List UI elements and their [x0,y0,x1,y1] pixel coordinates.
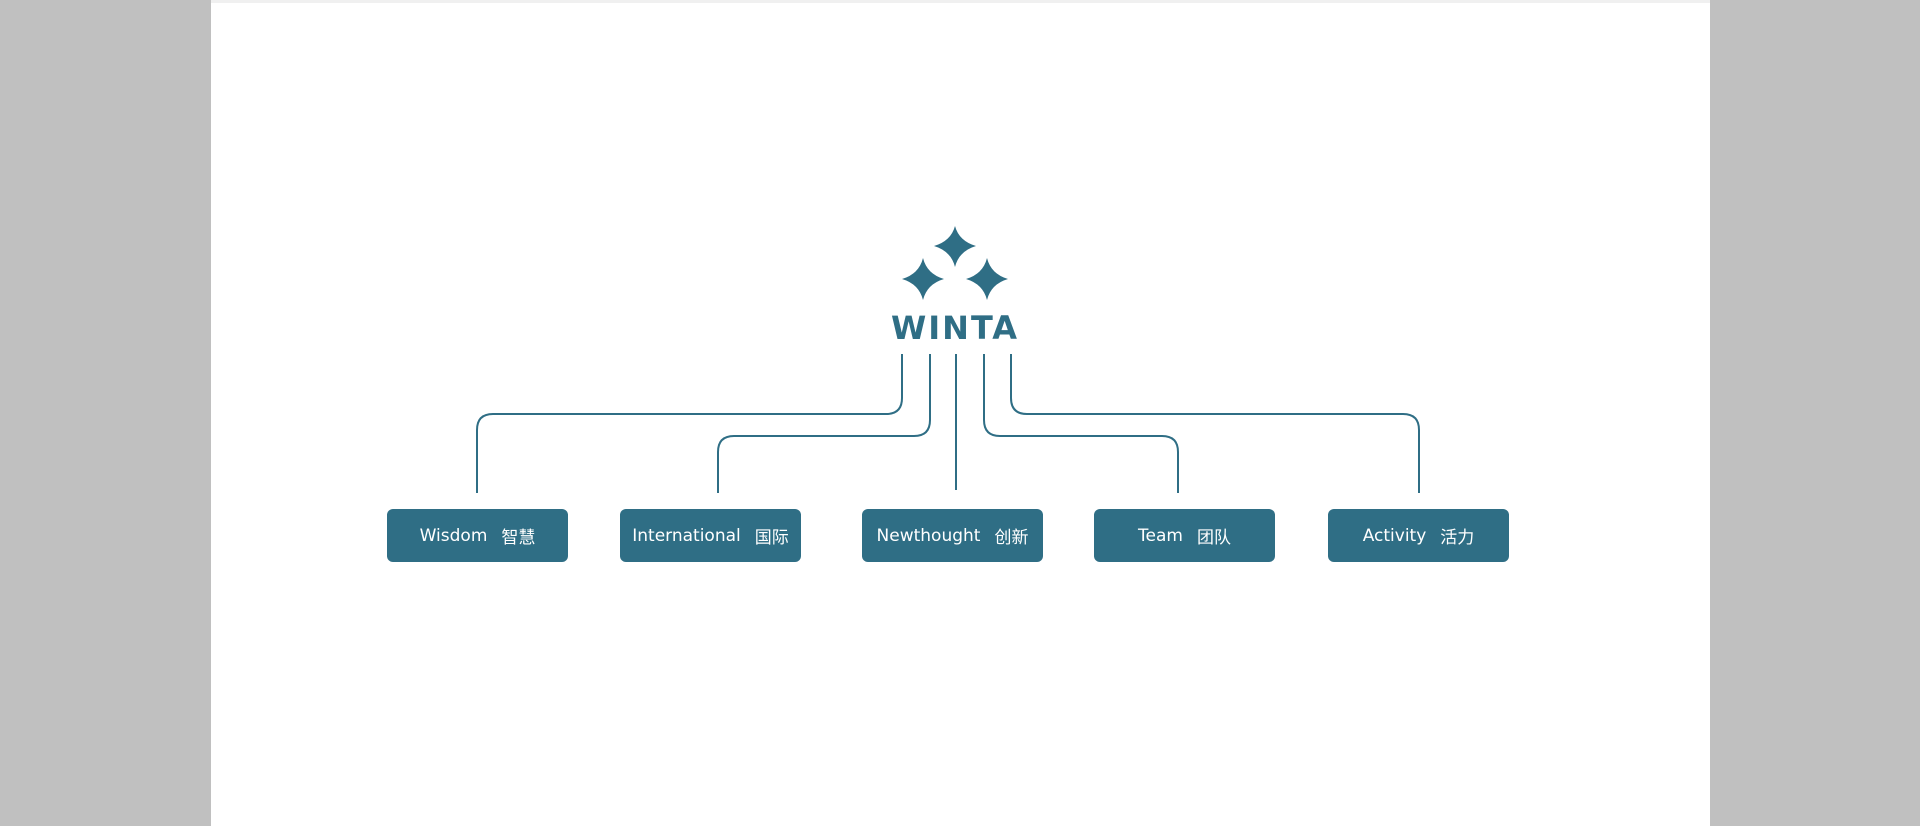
logo-wordmark: WINTA [891,309,1019,347]
node-label-zh: 团队 [1196,528,1231,548]
node-label-zh: 智慧 [501,528,536,548]
node-label-en: Newthought [876,525,981,546]
page-top-edge [211,0,1710,3]
node-label-en: Activity [1362,525,1427,546]
node-team: Team 团队 [1094,509,1275,562]
connector-team [983,354,1179,493]
connector-lines [476,354,1420,493]
node-label-zh: 创新 [994,528,1029,548]
node-label-zh: 活力 [1440,528,1475,548]
node-activity: Activity 活力 [1328,509,1509,562]
node-international: International 国际 [620,509,801,562]
node-label-en: Wisdom [419,525,488,546]
node-label-en: International [632,525,741,546]
node-newthought: Newthought 创新 [862,509,1043,562]
page-canvas [211,0,1710,826]
connector-international [717,354,931,493]
star-icon-top [934,226,976,267]
winta-logo: WINTA [891,226,1019,347]
star-icon-right [966,258,1008,300]
connector-wisdom [476,354,903,493]
star-icon-left [902,258,944,300]
node-label-en: Team [1138,525,1183,546]
node-label-zh: 国际 [754,528,789,548]
connector-activity [1010,354,1420,493]
node-wisdom: Wisdom 智慧 [387,509,568,562]
